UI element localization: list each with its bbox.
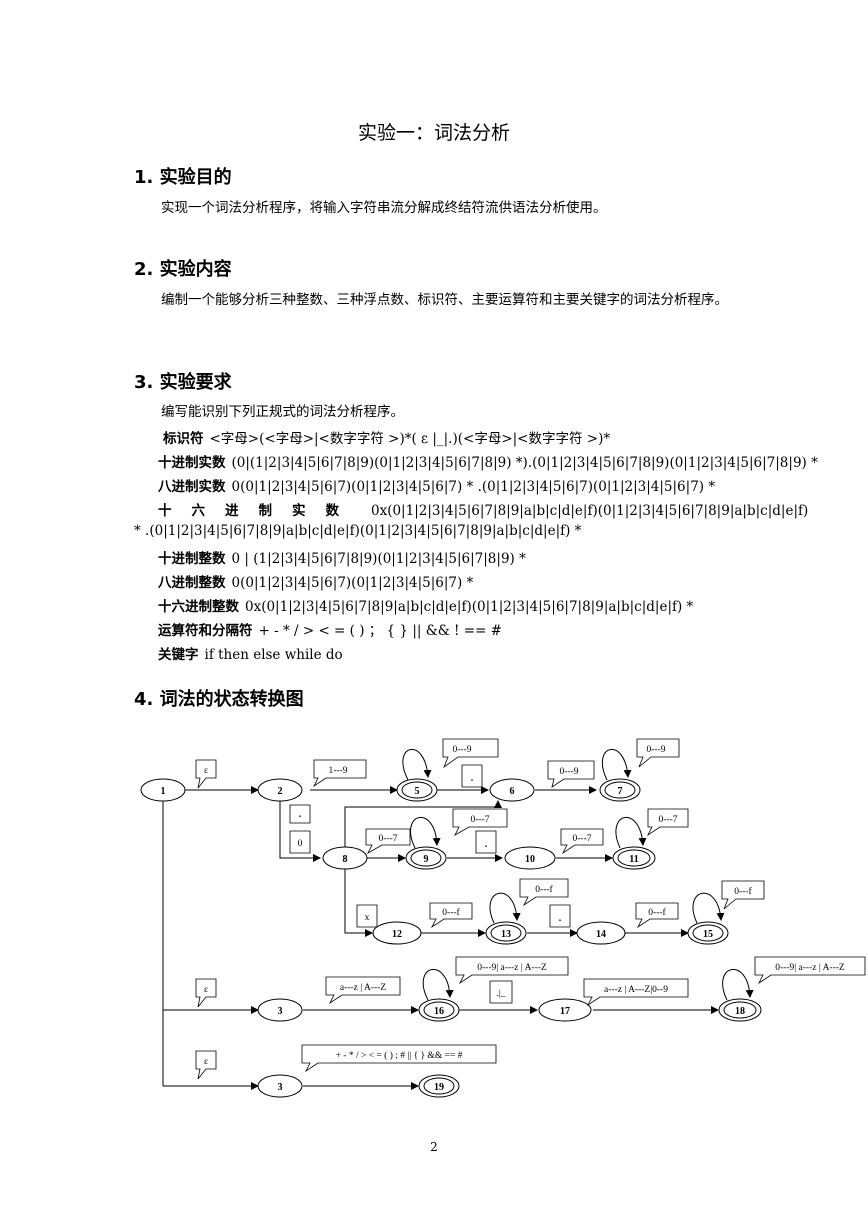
label-dot-c: . [484,836,488,851]
section-heading-2: 2. 实验内容 [134,259,232,280]
label-0-7-a: 0---7 [471,815,490,825]
state-18: 18 [735,1006,745,1017]
label-1-9: 1---9 [329,766,348,776]
state-8: 8 [343,854,348,865]
label-dot-underscore: .|_ [496,989,505,999]
label-epsilon-3: ε [204,1057,208,1067]
state-17: 17 [560,1006,570,1017]
label-0-f-c: 0---f [648,907,666,918]
state-3a: 3 [278,1006,283,1017]
label-dot-b: . [298,806,302,821]
label-letters: a---z | A---Z [340,983,386,993]
state-1: 1 [161,786,166,797]
state-transition-diagram: 1 2 3 5 6 7 8 9 10 11 12 13 14 15 16 17 … [140,738,866,1098]
state-6: 6 [510,786,515,797]
state-2: 2 [278,786,283,797]
state-10: 10 [525,854,535,865]
label-0-7-c: 0---7 [573,834,592,844]
label-0-9-b: 0---9 [560,767,579,777]
state-15: 15 [703,929,713,940]
rule-identifier: 标识符<字母>(<字母>|<数字字符 >)*( ε |_|.)(<字母>|<数字… [163,431,611,447]
label-0-f-d: 0---f [734,886,752,897]
section-heading-3: 3. 实验要求 [134,372,232,393]
label-0-7-d: 0---7 [659,815,678,825]
label-zero: 0 [298,839,303,849]
label-0-7-b: 0---7 [379,834,398,844]
state-13: 13 [501,929,511,940]
section-heading-4: 4. 词法的状态转换图 [134,689,304,710]
state-3b: 3 [278,1082,283,1093]
state-7: 7 [618,786,623,797]
section-body-1: 实现一个词法分析程序，将输入字符串流分解成终结符流供语法分析使用。 [161,200,607,216]
section-body-3: 编写能识别下列正规式的词法分析程序。 [161,404,404,420]
label-operators: + - * / > < = ( ) ; # || { } && == # [336,1050,463,1061]
rule-decimal-real: 十进制实数(0|(1|2|3|4|5|6|7|8|9)(0|1|2|3|4|5|… [158,455,818,471]
section-body-2: 编制一个能够分析三种整数、三种浮点数、标识符、主要运算符和主要关键字的词法分析程… [161,292,728,308]
label-0-f-b: 0---f [535,884,553,895]
label-epsilon-2: ε [204,985,208,995]
state-14: 14 [596,929,606,940]
state-5: 5 [415,786,420,797]
page-number: 2 [430,1140,438,1154]
rule-operators: 运算符和分隔符+ - * / > < = ( ) ； { } || && ! =… [158,623,502,639]
label-alnum-a: 0---9| a---z | A---Z [477,963,547,973]
section-heading-1: 1. 实验目的 [134,167,232,188]
label-dot-d: . [558,910,562,925]
label-epsilon-1: ε [204,766,208,776]
label-0-9-a: 0---9 [453,745,472,755]
label-0-f-a: 0---f [442,907,460,918]
state-9: 9 [424,854,429,865]
label-alnum-c: 0---9| a---z | A---Z [775,963,845,973]
label-0-9-c: 0---9 [647,745,666,755]
state-12: 12 [392,929,402,940]
page-title: 实验一：词法分析 [357,122,510,144]
state-16: 16 [434,1006,444,1017]
label-x: x [365,913,370,923]
state-19: 19 [434,1082,444,1093]
label-alnum-b: a---z | A---Z|0--9 [604,985,668,995]
label-dot-a: . [470,770,474,785]
rule-hex-real-cont: * .(0|1|2|3|4|5|6|7|8|9|a|b|c|d|e|f)(0|1… [134,523,582,539]
state-11: 11 [629,854,638,865]
